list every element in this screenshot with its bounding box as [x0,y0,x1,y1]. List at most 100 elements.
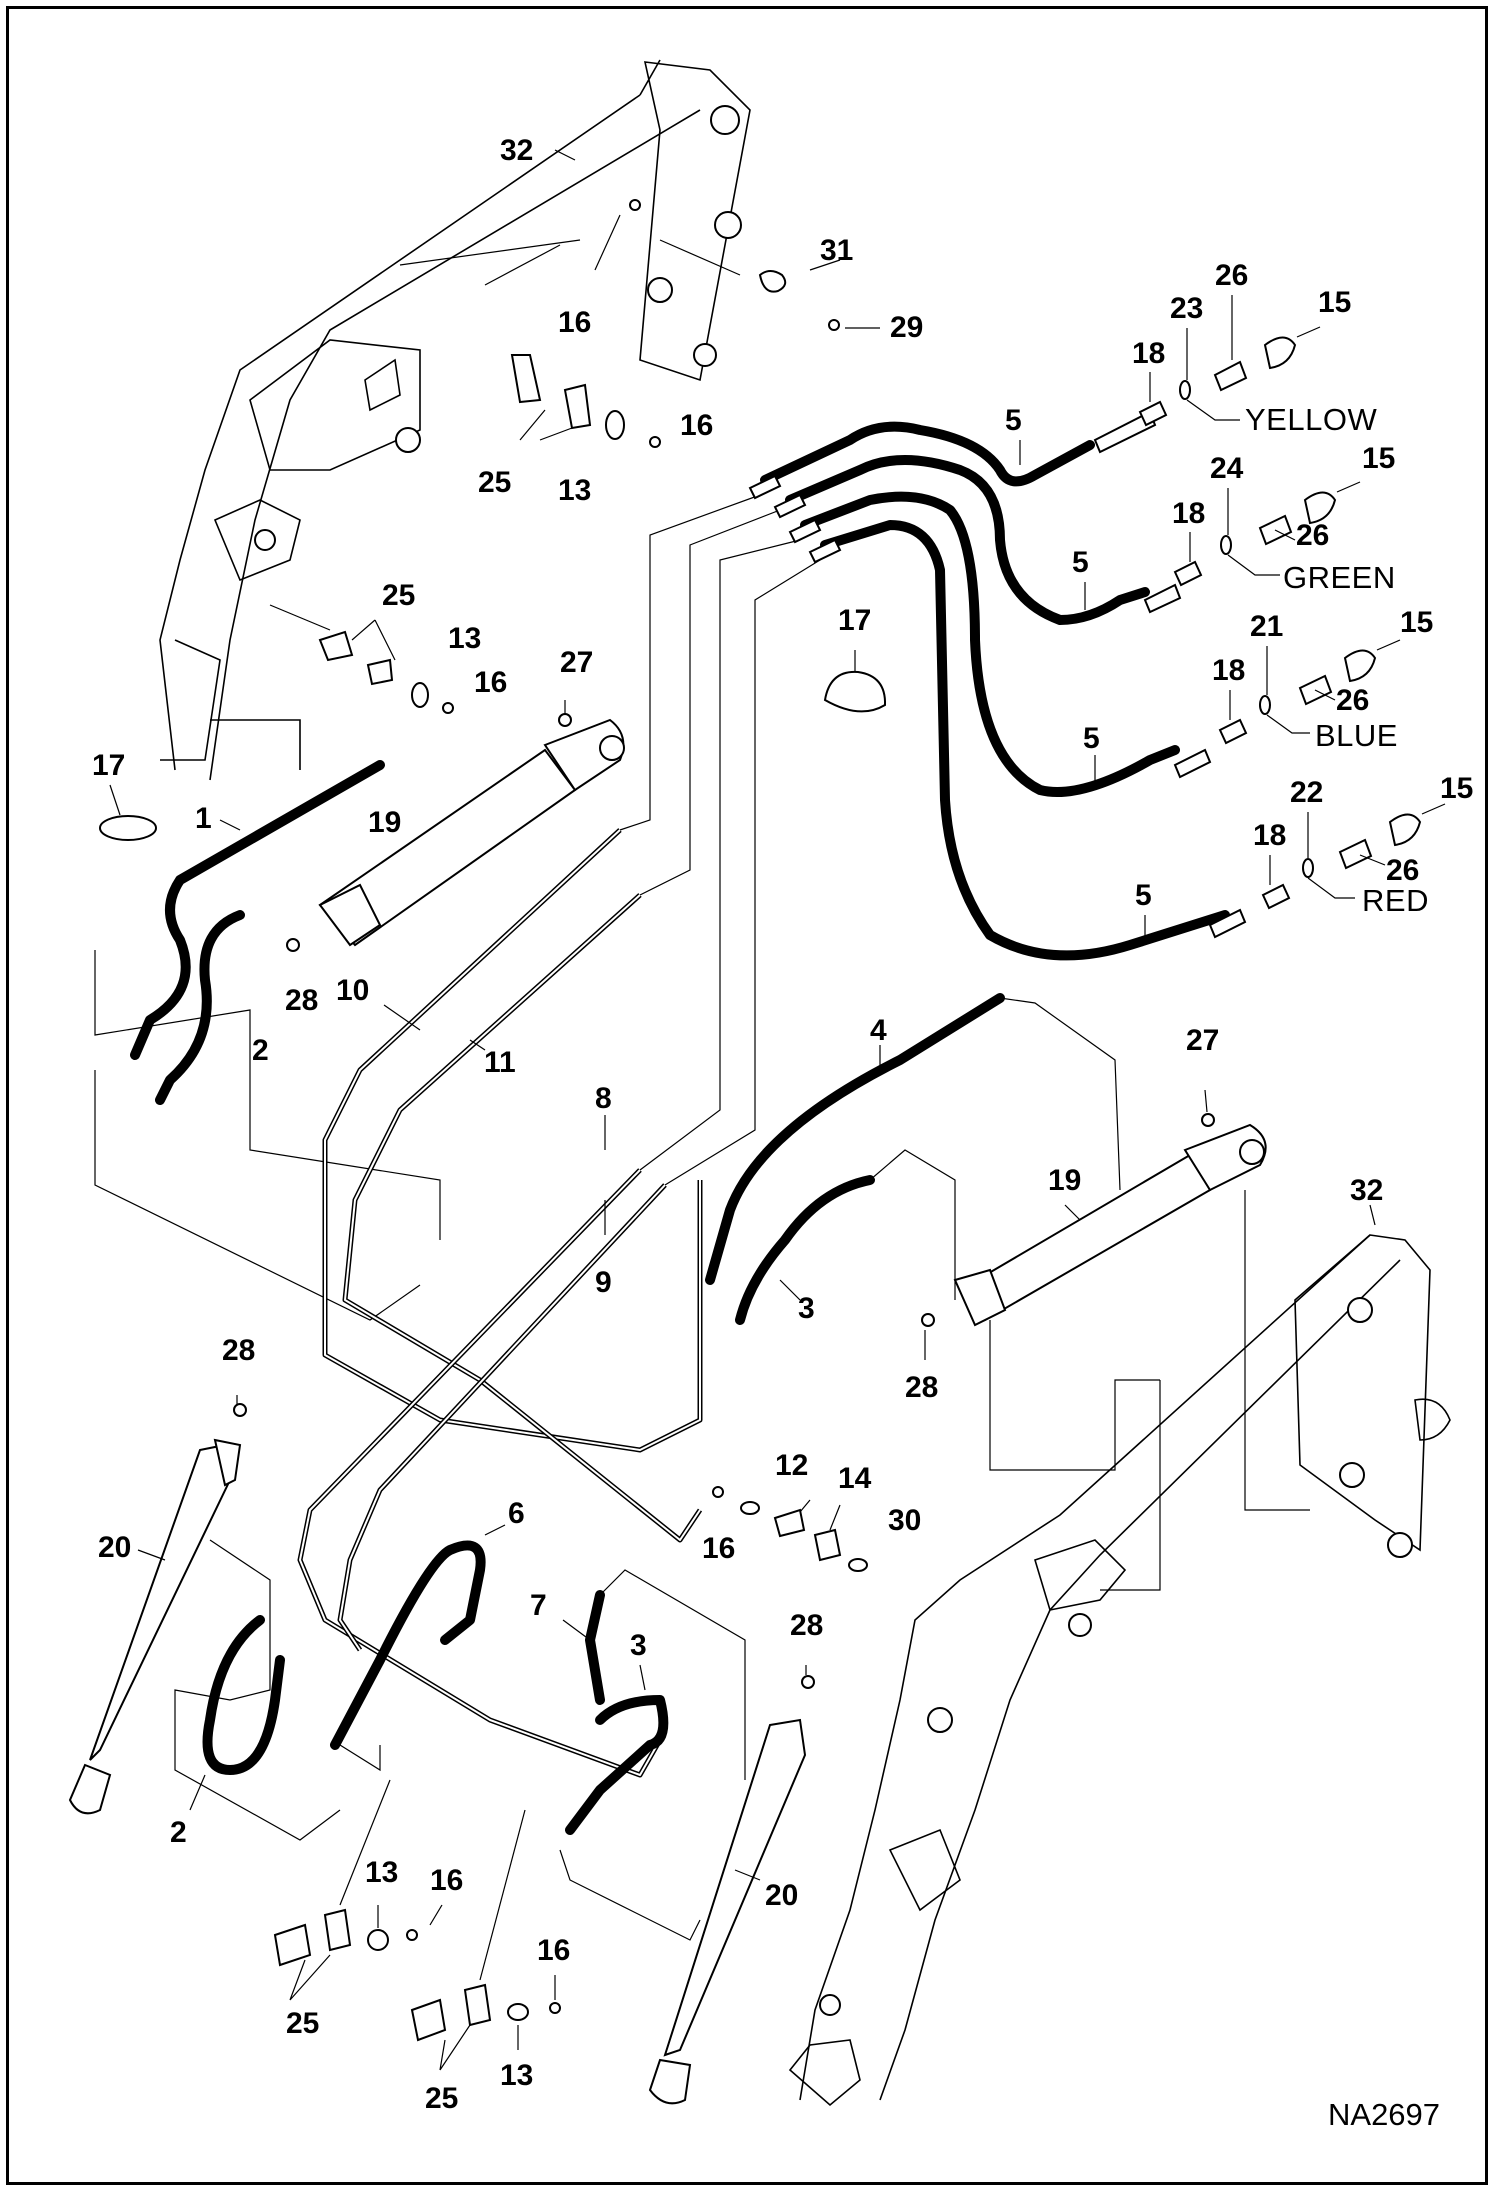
callout-26-d: 26 [1386,854,1419,887]
hose-4 [705,993,1005,1285]
callout-10: 10 [336,974,369,1007]
callout-25-lower-2: 25 [425,2082,458,2115]
callout-26-b: 26 [1296,519,1329,552]
callout-13-left: 13 [448,622,481,655]
mount-outline-center-2 [869,1149,956,1300]
hose-3-lower [565,1695,669,1835]
callout-4: 4 [870,1014,887,1047]
tilt-cylinder-right [921,1089,1267,1360]
connector-line-2 [639,509,781,896]
tag-blue: BLUE [1315,718,1398,753]
callout-5-a: 5 [1005,404,1022,437]
hose-guard-set-left [269,604,454,714]
callout-16-top: 16 [558,306,591,339]
callout-15-a: 15 [1318,286,1351,319]
callout-23: 23 [1170,292,1203,325]
tag-green: GREEN [1283,560,1396,595]
callout-16-center: 16 [702,1532,735,1565]
mount-outline-left-2 [94,1070,421,1321]
cable-tie-right [823,650,887,713]
hose-2-lower [202,1615,285,1775]
hose-guard-set-lower-1 [273,1779,443,2001]
callout-18-c: 18 [1212,654,1245,687]
callout-19-left: 19 [368,806,401,839]
connector-line-3 [639,539,801,1171]
mount-outline-lower-2 [559,1849,701,1941]
callout-13-upper: 13 [558,474,591,507]
callout-17-left: 17 [92,749,125,782]
callout-5-c: 5 [1083,722,1100,755]
right-lift-arm [788,1190,1451,2107]
callout-31: 31 [820,234,853,267]
coupler-row-blue [1173,639,1401,779]
callout-26-a: 26 [1215,259,1248,292]
callout-25-upper: 25 [478,466,511,499]
callout-14: 14 [838,1462,872,1495]
callout-16-lower-1: 16 [430,1864,463,1897]
mount-outline-lower [599,1569,746,1780]
hose-2-upper [155,910,245,1105]
callout-2-upper: 2 [252,1034,269,1067]
leader-11 [469,1039,486,1051]
callout-20-right: 20 [765,1879,798,1912]
callout-12: 12 [775,1449,808,1482]
hose-7 [585,1590,605,1705]
callout-28-lower-left: 28 [222,1334,255,1367]
callout-13-lower-2: 13 [500,2059,533,2092]
connector-line-4 [664,559,821,1186]
drawing-number: NA2697 [1328,2097,1440,2132]
callout-17-right: 17 [838,604,871,637]
callout-6: 6 [508,1497,525,1530]
hose-6-end [339,1744,381,1772]
callout-21: 21 [1250,610,1283,643]
callout-28-left: 28 [285,984,318,1017]
callout-25-left: 25 [382,579,415,612]
tag-yellow: YELLOW [1245,402,1377,437]
mount-outline-left [94,950,441,1240]
hose-guard-set-lower-2 [410,1809,561,2071]
callout-8: 8 [595,1082,612,1115]
callout-18-d: 18 [1253,819,1286,852]
callout-5-d: 5 [1135,879,1152,912]
callout-30: 30 [888,1504,921,1537]
callout-16-lower-2: 16 [537,1934,570,1967]
callout-3-lower: 3 [630,1629,647,1662]
mount-outline-center [999,997,1121,1191]
connector-line-1 [619,494,761,831]
tag-red: RED [1362,883,1429,918]
callout-24: 24 [1210,452,1244,485]
callout-3-upper: 3 [798,1292,815,1325]
cable-tie-left [99,784,157,841]
hose-3-upper [735,1175,875,1325]
callout-18-b: 18 [1172,497,1205,530]
leader-32a [554,149,576,161]
callout-18-a: 18 [1132,337,1165,370]
callout-2-lower: 2 [170,1816,187,1849]
callout-5-b: 5 [1072,546,1089,579]
callout-7: 7 [530,1589,547,1622]
callout-32-top: 32 [500,134,533,167]
coupler-row-yellow [1093,326,1321,454]
hoses-5 [748,421,1230,961]
callout-15-c: 15 [1400,606,1433,639]
callout-16-left: 16 [474,666,507,699]
coupler-row-red [1208,803,1446,939]
callout-28-lower-right: 28 [790,1609,823,1642]
callout-19-right: 19 [1048,1164,1081,1197]
callout-25-lower-1: 25 [286,2007,319,2040]
lift-cylinder-right [648,1665,815,2105]
hose-1 [130,760,385,1060]
hose-guard-set-upper [399,239,661,448]
callout-13-lower-1: 13 [365,1856,398,1889]
left-lift-arm [159,59,751,781]
callout-32-right: 32 [1350,1174,1383,1207]
callout-22: 22 [1290,776,1323,809]
callout-1: 1 [195,802,212,835]
callout-9: 9 [595,1266,612,1299]
tilt-cylinder-left [286,700,625,952]
callout-15-b: 15 [1362,442,1395,475]
callout-27-left: 27 [560,646,593,679]
callout-11: 11 [484,1046,516,1079]
lift-cylinder-left [68,1395,341,1841]
callout-20-left: 20 [98,1531,131,1564]
